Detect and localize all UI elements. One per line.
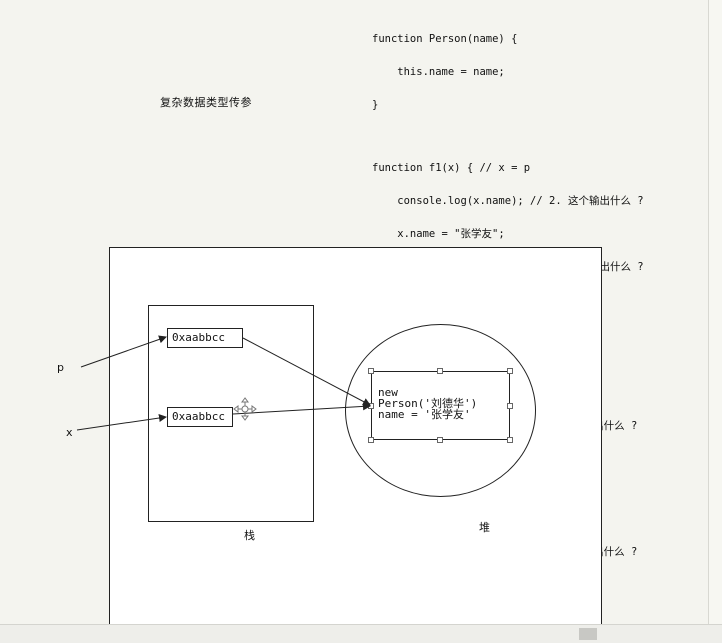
- page-right-edge: [708, 0, 722, 624]
- page-heading: 复杂数据类型传参: [160, 96, 252, 109]
- arrow-cell-x-to-object: [232, 402, 371, 415]
- code-line: function f1(x) { // x = p: [372, 162, 531, 174]
- arrow-x-to-cell: [76, 414, 167, 431]
- stack-cell-p[interactable]: 0xaabbcc: [167, 328, 243, 348]
- arrow-cell-p-to-object: [242, 337, 371, 406]
- resize-handle[interactable]: [437, 437, 443, 443]
- code-line: console.log(x.name); // 2. 这个输出什么 ?: [372, 195, 644, 207]
- code-line: this.name = name;: [372, 66, 505, 78]
- object-line: Person('刘德华'): [378, 397, 478, 410]
- resize-handle[interactable]: [507, 437, 513, 443]
- resize-handle[interactable]: [437, 368, 443, 374]
- resize-handle[interactable]: [507, 368, 513, 374]
- heap-caption: 堆: [479, 521, 490, 534]
- scrollbar-thumb[interactable]: [579, 628, 597, 640]
- stack-cell-x[interactable]: 0xaabbcc: [167, 407, 233, 427]
- object-line: new: [378, 386, 398, 399]
- move-cross-icon[interactable]: [233, 397, 257, 421]
- stack-caption: 栈: [244, 529, 255, 542]
- resize-handle[interactable]: [507, 403, 513, 409]
- code-line: function Person(name) {: [372, 33, 518, 45]
- code-line: }: [372, 99, 379, 111]
- arrow-p-to-cell: [80, 335, 167, 368]
- var-label-x: x: [66, 426, 73, 439]
- horizontal-scrollbar[interactable]: [0, 624, 722, 643]
- resize-handle[interactable]: [368, 368, 374, 374]
- code-line: x.name = "张学友";: [372, 228, 505, 240]
- resize-handle[interactable]: [368, 437, 374, 443]
- object-line: name = '张学友': [378, 408, 471, 421]
- var-label-p: p: [57, 361, 64, 374]
